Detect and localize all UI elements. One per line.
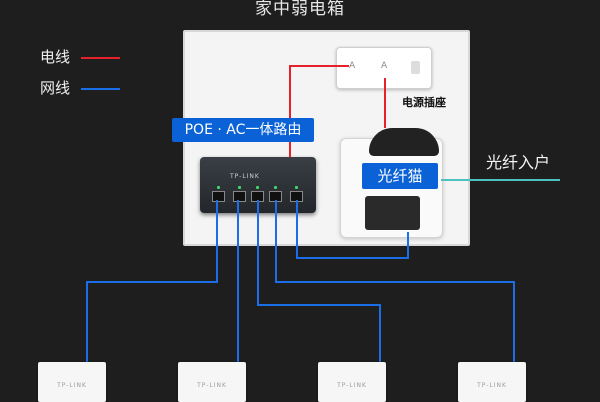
wall-ap: TP-LINK — [178, 362, 246, 402]
port-led — [238, 186, 241, 189]
router-label: POE · AC一体路由 — [172, 118, 314, 142]
fiber-entry-label: 光纤入户 — [486, 153, 551, 172]
network-wire-ap1 — [86, 200, 218, 362]
socket-outlet-icon: A — [381, 61, 388, 71]
port-led — [217, 186, 220, 189]
network-wire-modem — [296, 200, 409, 259]
port-led — [295, 186, 298, 189]
wall-ap: TP-LINK — [458, 362, 526, 402]
ap-brand: TP-LINK — [57, 382, 87, 389]
port-led — [256, 186, 259, 189]
network-wire-ap3 — [257, 200, 381, 362]
router-port — [233, 191, 246, 202]
router-brand: TP-LINK — [230, 173, 260, 180]
router-port — [212, 191, 225, 202]
ap-brand: TP-LINK — [477, 382, 507, 389]
wall-ap: TP-LINK — [38, 362, 106, 402]
socket-switch-icon — [411, 61, 420, 74]
socket-outlet-icon: A — [349, 61, 356, 71]
ap-brand: TP-LINK — [337, 382, 367, 389]
modem-label: 光纤猫 — [362, 163, 438, 189]
diagram-title: 家中弱电箱 — [255, 0, 345, 19]
network-wire-ap4 — [275, 200, 515, 362]
legend-power-label: 电线 — [40, 48, 71, 66]
ap-brand: TP-LINK — [197, 382, 227, 389]
modem-antenna-cap — [369, 128, 439, 156]
power-socket-label: 电源插座 — [402, 96, 446, 109]
port-led — [274, 186, 277, 189]
power-wire-router — [289, 65, 349, 118]
modem-port-panel — [365, 196, 420, 230]
wall-ap: TP-LINK — [318, 362, 386, 402]
legend-network-label: 网线 — [40, 79, 71, 97]
